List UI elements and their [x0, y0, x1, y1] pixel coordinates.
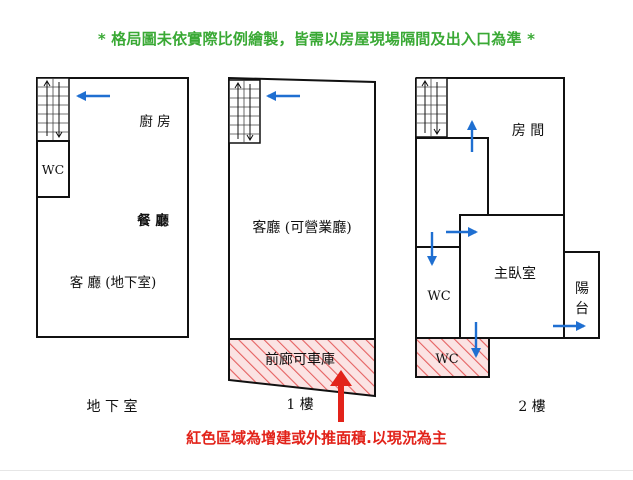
floor2-staircase: [415, 77, 448, 138]
basement-wc-label: WC: [42, 162, 64, 177]
floor1-living-label: 客廳 (可營業廳): [252, 219, 351, 236]
basement-dining-label: 餐 廳: [136, 212, 169, 229]
floor1-plan: 客廳 (可營業廳) 前廊可車庫 1 樓: [228, 76, 376, 422]
basement-kitchen-label: 廚 房: [139, 113, 170, 130]
basement-wc: [36, 140, 70, 198]
basement-floor-label: 地 下 室: [87, 398, 138, 415]
basement-plan: 廚 房 WC 餐 廳 客 廳 (地下室) 地 下 室: [36, 77, 189, 415]
floor-plan-drawing: 廚 房 WC 餐 廳 客 廳 (地下室) 地 下 室: [36, 76, 600, 422]
basement-outline: [36, 77, 189, 338]
floor2-partition-upper: [416, 137, 489, 215]
footer-note: 紅色區域為增建或外推面積.以現況為主: [186, 429, 447, 447]
floor1-staircase: [228, 79, 261, 144]
floor2-wc-left-label: WC: [427, 289, 450, 304]
floor2-balcony-label-2: 台: [575, 301, 589, 317]
floor2-plan: 房 間 主臥室 WC WC 陽 台 2 樓: [415, 77, 600, 415]
floor2-balcony-label-1: 陽: [575, 281, 589, 297]
floor2-master-label: 主臥室: [494, 265, 536, 282]
disclaimer-text: * 格局圖未依實際比例繪製，皆需以房屋現場隔間及出入口為準 *: [97, 30, 536, 48]
basement-staircase: [36, 77, 70, 142]
basement-living-label: 客 廳 (地下室): [70, 274, 157, 291]
floor1-floor-label: 1 樓: [286, 397, 313, 413]
entrance-arrow: [330, 370, 352, 422]
floor1-outline: [228, 76, 376, 398]
footer-divider: [0, 470, 633, 471]
floor2-room-walls: [416, 77, 565, 252]
floor2-wc-bottom-label: WC: [435, 352, 458, 367]
floor2-floor-label: 2 樓: [518, 399, 545, 415]
floor1-porch-label: 前廊可車庫: [265, 351, 335, 368]
floor2-room-label: 房 間: [512, 123, 544, 139]
